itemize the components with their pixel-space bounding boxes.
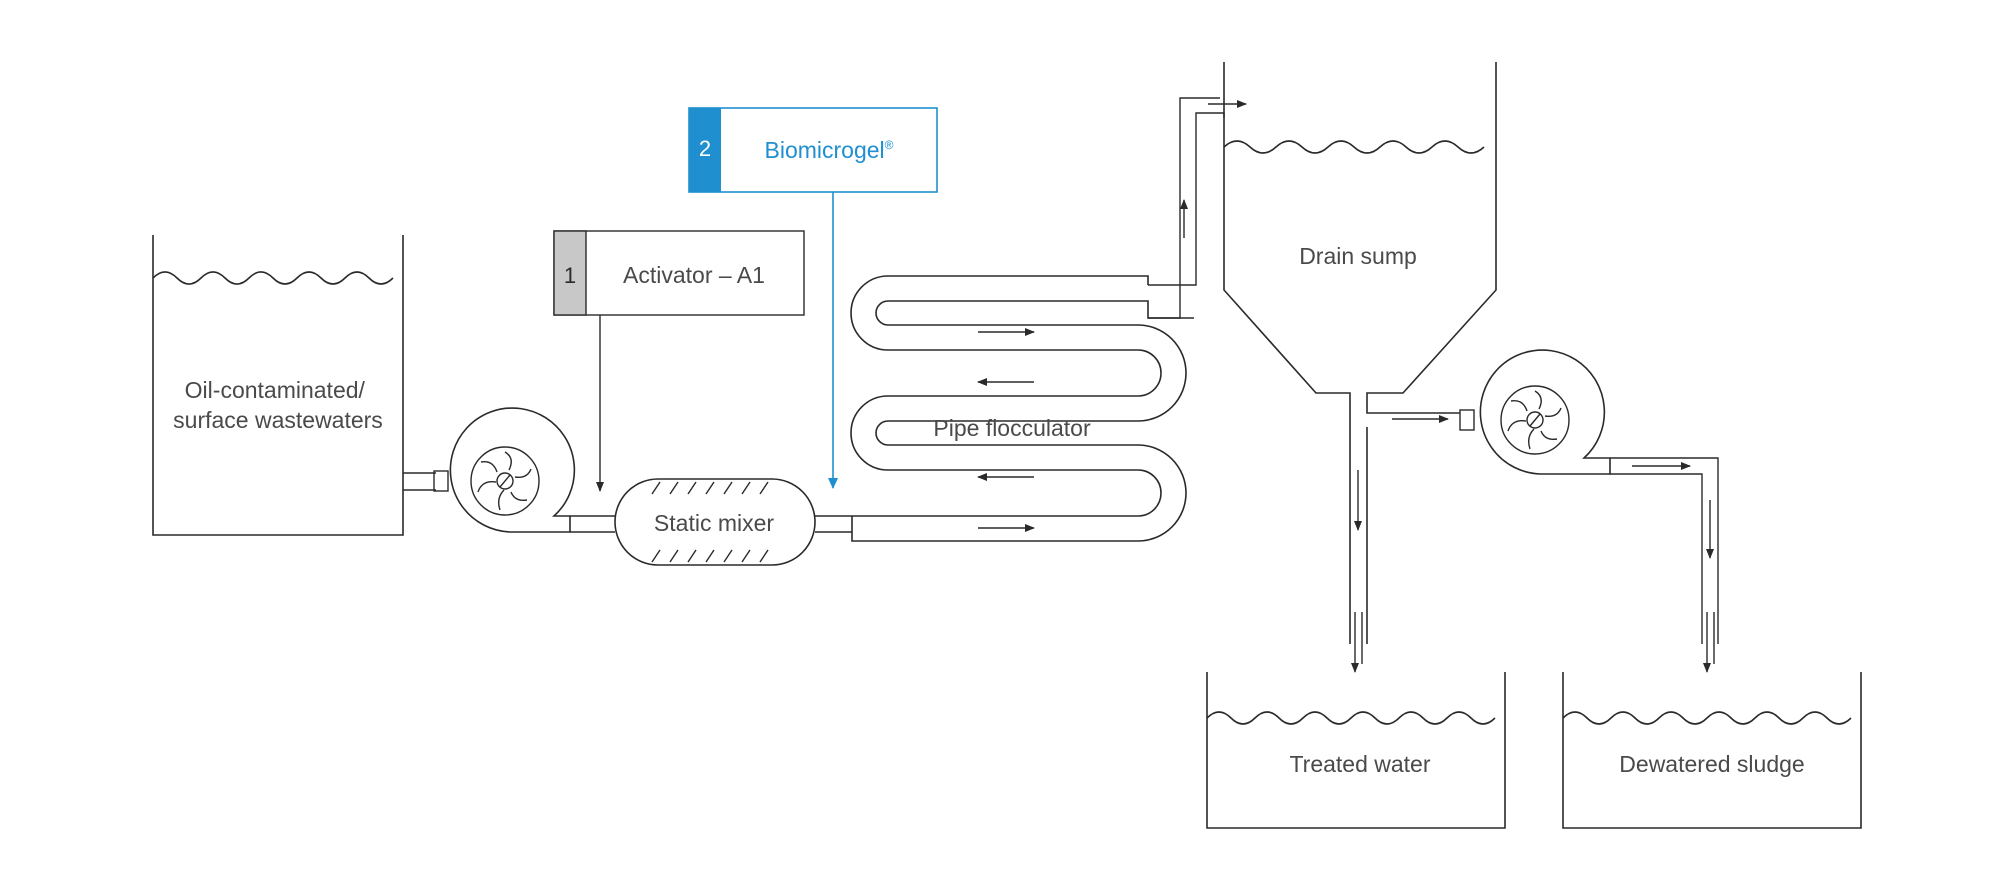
dewatered-sludge-label: Dewatered sludge	[1619, 751, 1804, 777]
sludge-pipe	[1610, 457, 1719, 673]
dewatered-sludge-tank: Dewatered sludge	[1562, 672, 1862, 829]
drain-sump: Drain sump	[1223, 62, 1497, 673]
pipe-mixer-to-flocculator	[815, 515, 852, 533]
pump-icon	[1459, 349, 1611, 475]
water-surface-wave	[1562, 711, 1852, 725]
biomicrogel-label: Biomicrogel®	[765, 137, 894, 163]
treated-water-label: Treated water	[1289, 751, 1430, 777]
pipe-tank-to-pump	[403, 472, 436, 491]
static-mixer-label: Static mixer	[654, 510, 774, 536]
biomicrogel-dosing-unit: 2 Biomicrogel®	[688, 107, 938, 489]
riser-pipe	[1148, 97, 1247, 319]
biomicrogel-number: 2	[699, 136, 711, 161]
activator-dosing-unit: 1 Activator – A1	[553, 230, 805, 492]
activator-label: Activator – A1	[623, 262, 765, 288]
pipe-pump-to-mixer	[570, 515, 615, 533]
source-tank: Oil-contaminated/ surface wastewaters	[152, 235, 404, 536]
drain-sump-label: Drain sump	[1299, 243, 1417, 269]
static-mixer: Static mixer	[614, 478, 816, 566]
biomicrogel-badge	[689, 108, 721, 192]
pipe-flocculator: Pipe flocculator	[850, 275, 1194, 542]
pump-icon	[433, 407, 576, 533]
source-tank-label: Oil-contaminated/ surface wastewaters	[173, 377, 383, 433]
pipe-flocculator-label: Pipe flocculator	[933, 415, 1091, 441]
mixer-hatching	[651, 481, 769, 563]
water-surface-wave	[152, 271, 394, 285]
water-surface-wave	[1206, 711, 1496, 725]
water-surface-wave	[1223, 140, 1485, 154]
activator-number: 1	[564, 263, 576, 288]
treated-water-tank: Treated water	[1206, 672, 1506, 829]
activator-badge	[553, 230, 587, 316]
